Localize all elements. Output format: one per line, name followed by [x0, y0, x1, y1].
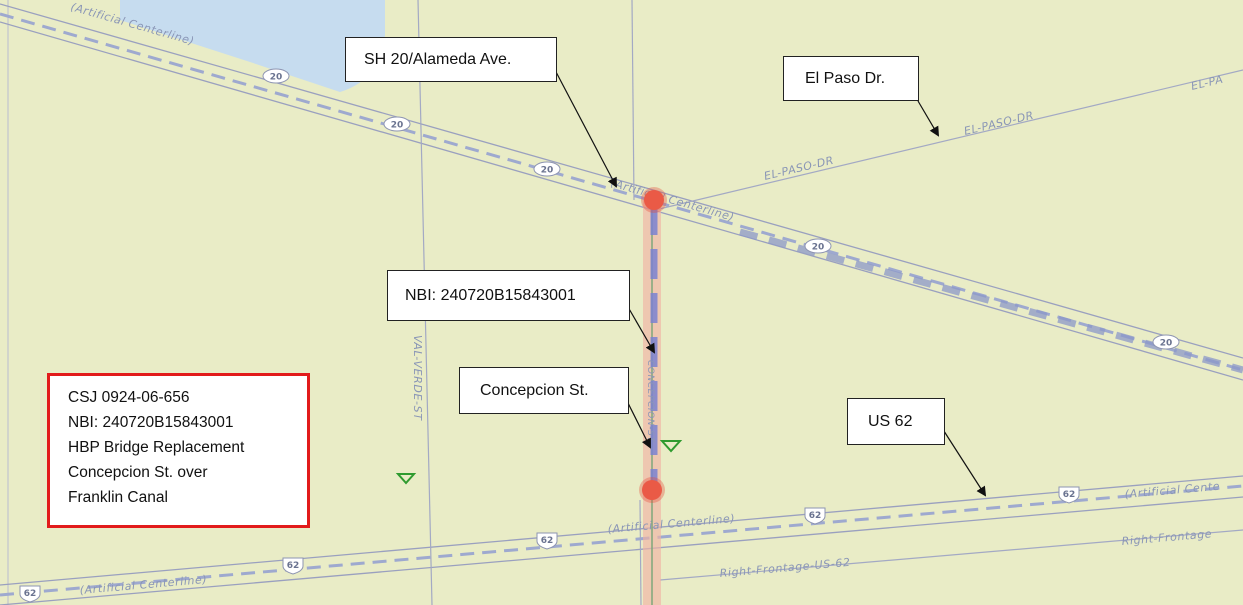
us62-shield-5: 62 — [1058, 486, 1080, 504]
us62-shield-2: 62 — [282, 557, 304, 575]
val-verde-st-label: VAL-VERDE-ST — [411, 335, 424, 421]
svg-text:20: 20 — [391, 121, 404, 131]
svg-text:62: 62 — [541, 536, 554, 546]
green-triangle-marker-2[interactable] — [659, 440, 683, 453]
right-frontage-road[interactable] — [659, 529, 1243, 581]
north-connector-road — [631, 0, 635, 201]
sh20-shield-2: 20 — [383, 116, 411, 132]
info-line-feature: Franklin Canal — [68, 489, 168, 506]
elpaso-callout: El Paso Dr. — [783, 56, 919, 101]
us62-callout: US 62 — [847, 398, 945, 445]
project-info-box: CSJ 0924-06-656 NBI: 240720B15843001 HBP… — [47, 373, 310, 528]
elpaso-callout-arrow — [917, 100, 940, 137]
sh20-shield-4: 20 — [804, 238, 832, 254]
info-line-location: Concepcion St. over — [68, 464, 208, 481]
south-connector-road — [639, 499, 642, 605]
svg-text:62: 62 — [1063, 490, 1076, 500]
nbi-callout-arrow — [627, 306, 656, 354]
us62-shield-1: 62 — [19, 585, 41, 603]
concepcion-callout-arrow — [626, 400, 651, 449]
bridge-endpoint-south-marker[interactable] — [639, 477, 665, 503]
sh20-callout: SH 20/Alameda Ave. — [345, 37, 557, 82]
bridge-endpoint-north-marker[interactable] — [641, 187, 667, 213]
svg-text:62: 62 — [809, 511, 822, 521]
info-line-project-type: HBP Bridge Replacement — [68, 439, 245, 456]
svg-text:62: 62 — [24, 589, 37, 599]
svg-text:20: 20 — [270, 73, 283, 83]
water-body — [120, 0, 385, 92]
info-line-nbi: NBI: 240720B15843001 — [68, 414, 234, 431]
concepcion-callout: Concepcion St. — [459, 367, 629, 414]
us62-callout-arrow — [941, 427, 987, 497]
sh20-shield-1: 20 — [262, 68, 290, 84]
nbi-callout: NBI: 240720B15843001 — [387, 270, 630, 321]
concepcion-st-label: CONCEPCION-ST — [645, 360, 655, 443]
info-line-csj: CSJ 0924-06-656 — [68, 389, 190, 406]
el-paso-dr-road[interactable] — [654, 69, 1243, 211]
us62-shield-4: 62 — [804, 507, 826, 525]
sh20-shield-3: 20 — [533, 161, 561, 177]
svg-text:20: 20 — [812, 243, 825, 253]
us62-shield-3: 62 — [536, 532, 558, 550]
svg-text:62: 62 — [287, 561, 300, 571]
sh20-callout-arrow — [554, 69, 617, 188]
us62-road[interactable] — [0, 475, 1243, 605]
svg-text:20: 20 — [541, 166, 554, 176]
green-triangle-marker-1[interactable] — [395, 473, 417, 485]
svg-text:20: 20 — [1160, 339, 1173, 349]
sh20-shield-5: 20 — [1152, 334, 1180, 350]
